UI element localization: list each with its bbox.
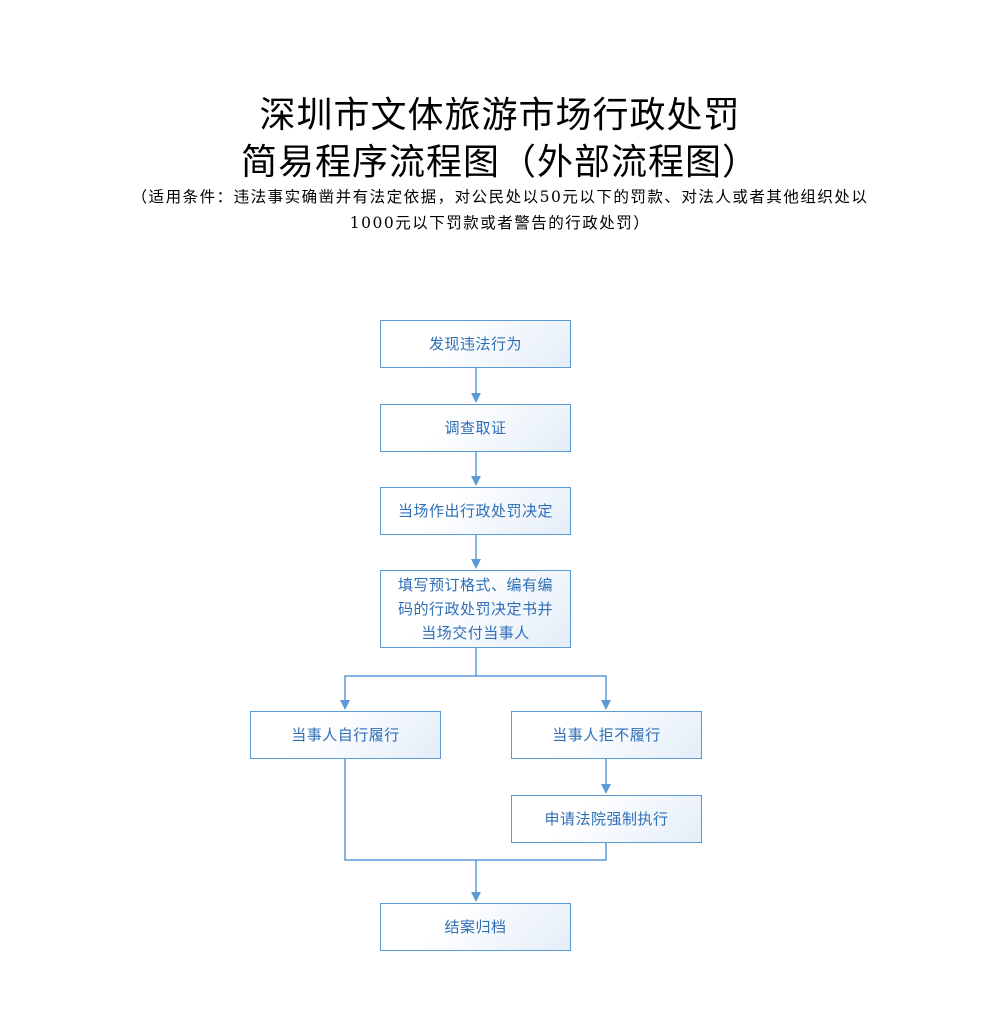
step-label: 发现违法行为 xyxy=(428,335,522,353)
step-label: 结案归档 xyxy=(444,918,507,936)
branch-connector-right xyxy=(476,675,611,710)
step-refuse: 当事人拒不履行 xyxy=(511,711,702,759)
step-label: 调查取证 xyxy=(444,419,507,437)
step-investigate: 调查取证 xyxy=(380,404,571,452)
step-discover-violation: 发现违法行为 xyxy=(380,320,571,368)
step-label: 申请法院强制执行 xyxy=(544,810,669,828)
step-label: 填写预订格式、编有编码的行政处罚决定书并当场交付当事人 xyxy=(397,576,553,642)
page-title-line2: 简易程序流程图（外部流程图） xyxy=(240,142,759,183)
step-label: 当事人自行履行 xyxy=(291,726,400,744)
condition-text-line2: 1000元以下罚款或者警告的行政处罚） xyxy=(349,214,651,232)
page-title-line1: 深圳市文体旅游市场行政处罚 xyxy=(259,95,741,136)
step-self-comply: 当事人自行履行 xyxy=(250,711,441,759)
step-onsite-decision: 当场作出行政处罚决定 xyxy=(380,487,571,535)
branch-connector xyxy=(340,648,477,710)
step-court-enforcement: 申请法院强制执行 xyxy=(511,795,702,843)
step-label: 当场作出行政处罚决定 xyxy=(397,502,553,520)
merge-connector-left xyxy=(344,759,476,861)
merge-connector-right xyxy=(476,843,607,861)
step-archive: 结案归档 xyxy=(380,903,571,951)
condition-text-line1: （适用条件：违法事实确凿并有法定依据，对公民处以50元以下的罚款、对法人或者其他… xyxy=(131,188,869,206)
step-fill-decision-form: 填写预订格式、编有编码的行政处罚决定书并当场交付当事人 xyxy=(380,570,571,648)
step-label: 当事人拒不履行 xyxy=(552,726,661,744)
